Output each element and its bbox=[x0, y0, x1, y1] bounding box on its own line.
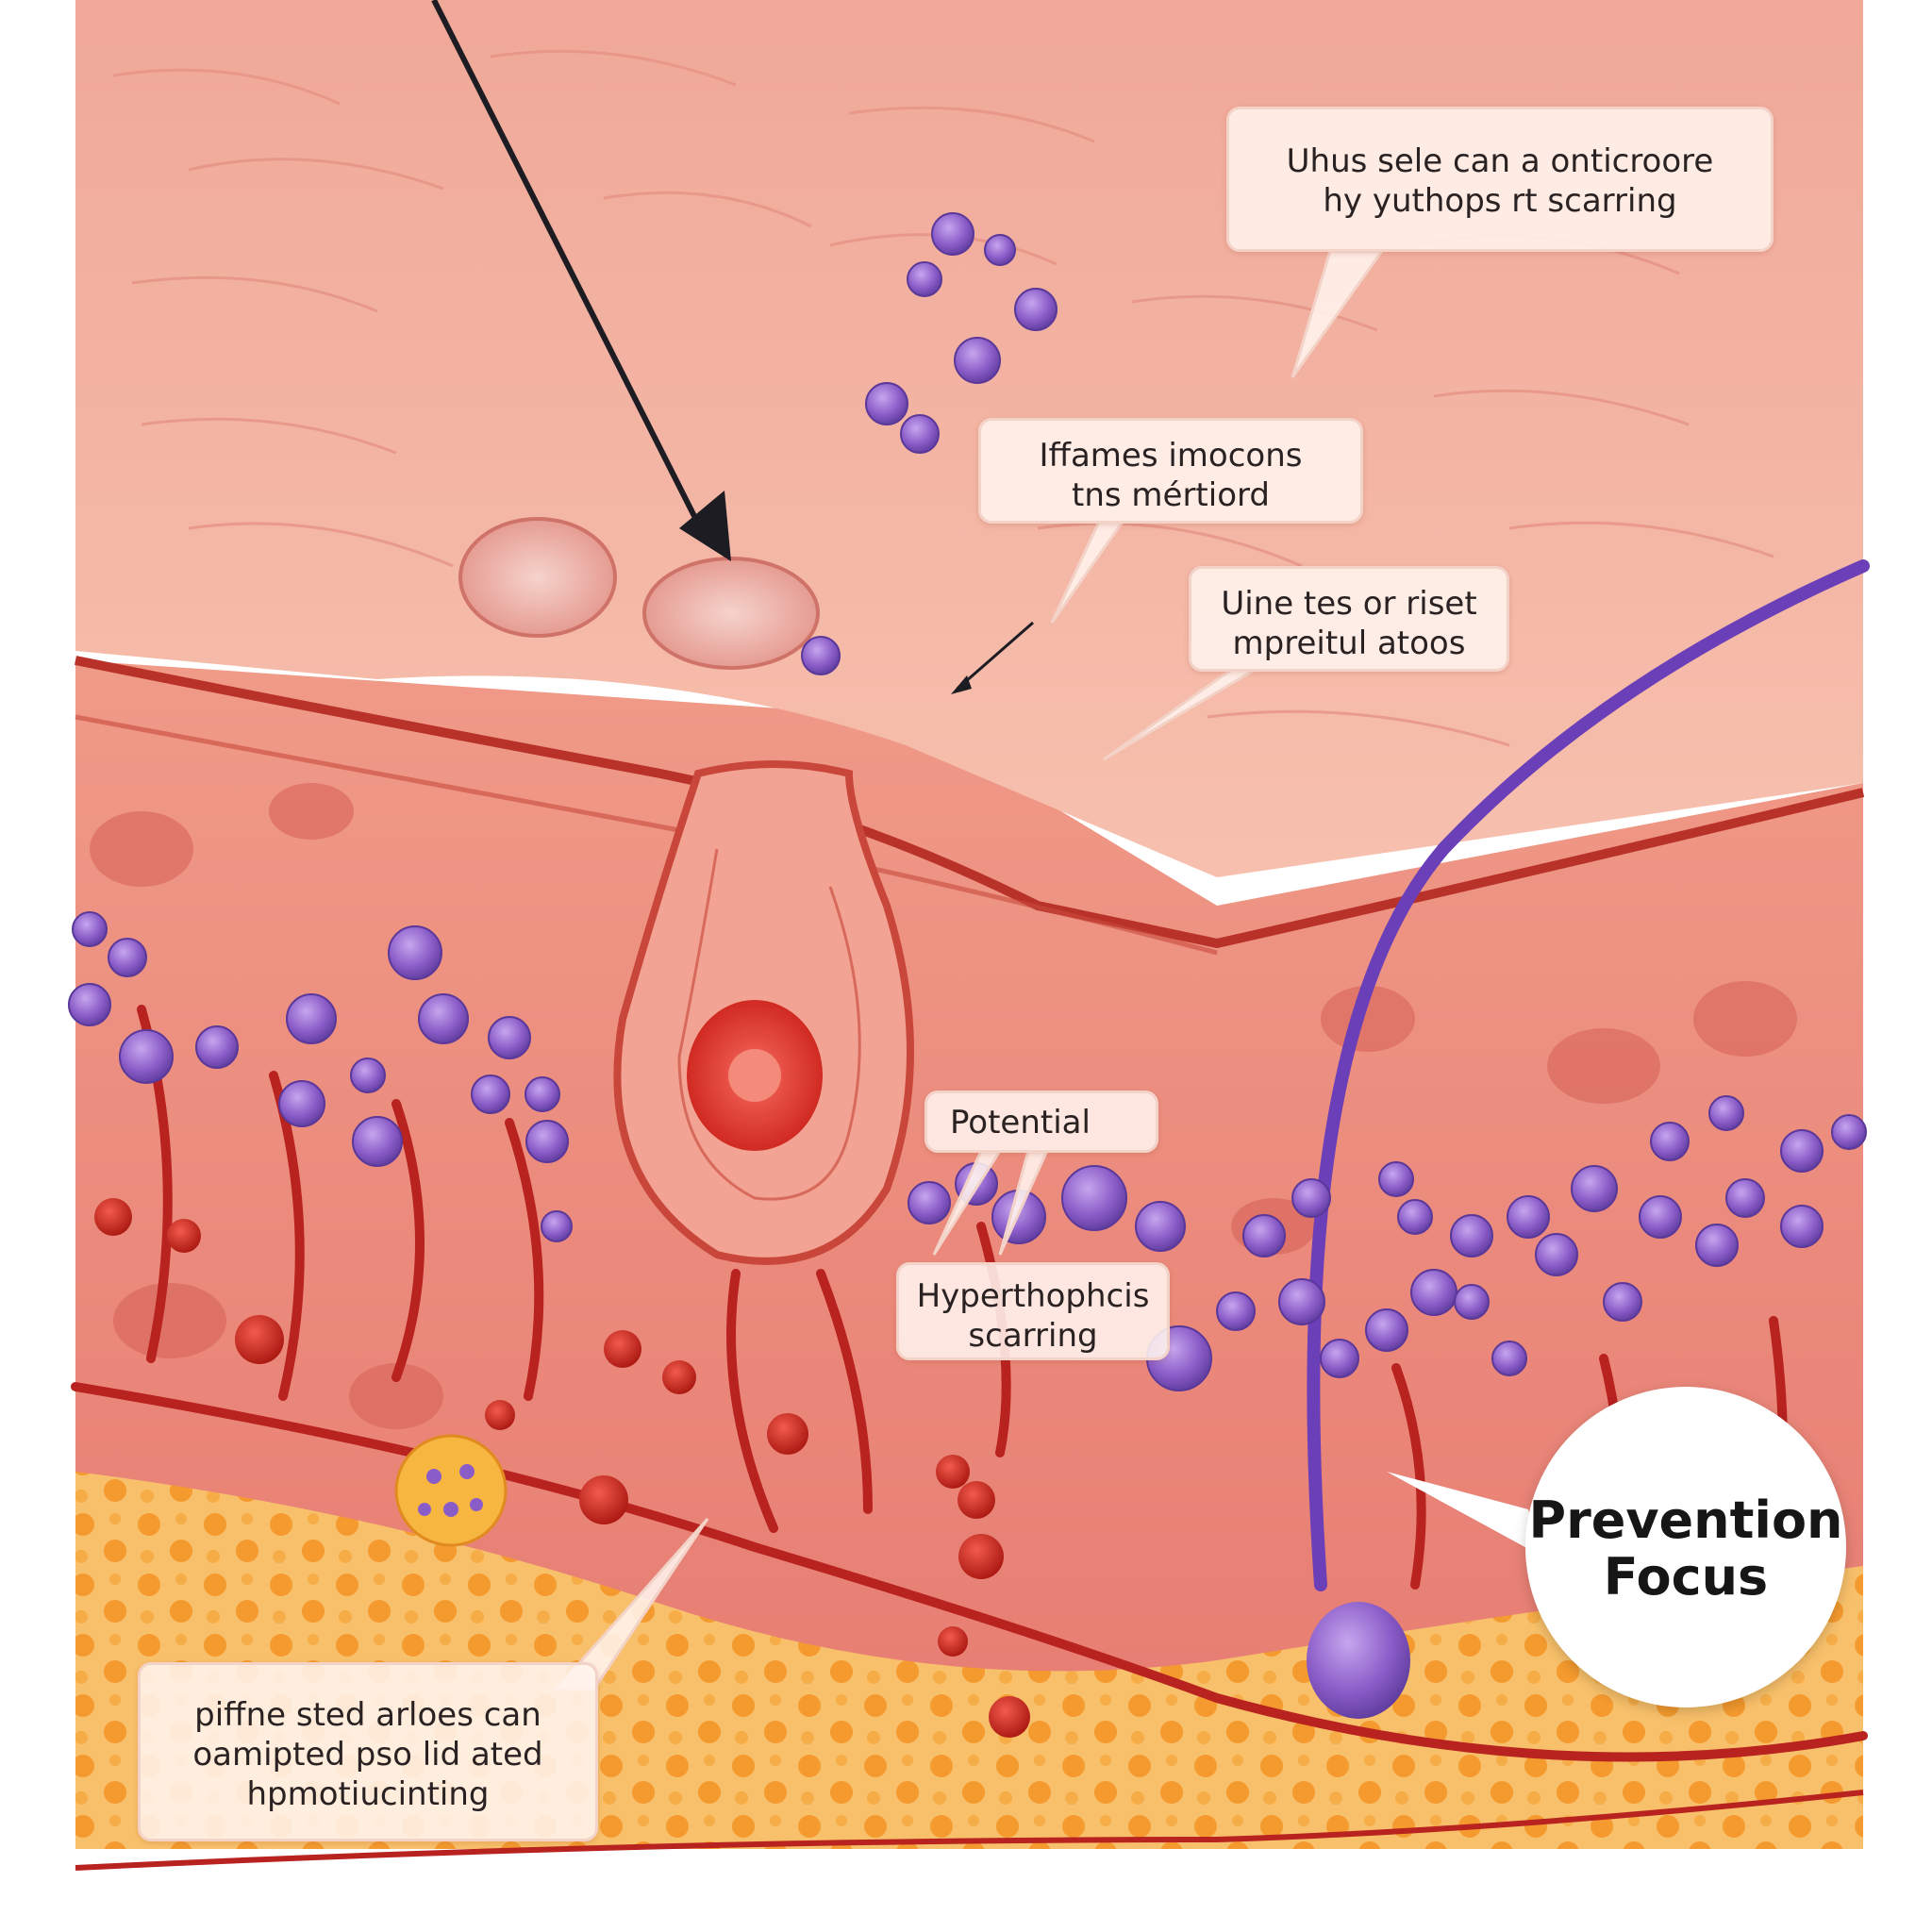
immune-cell-icon bbox=[108, 938, 147, 977]
callout-line: hy yuthops rt scarring bbox=[1323, 182, 1677, 220]
callout-pointers bbox=[553, 249, 1542, 1690]
mast-cell-icon bbox=[394, 1434, 508, 1547]
immune-cell-icon bbox=[1216, 1291, 1256, 1331]
callout-line: oamipted pso lid ated bbox=[192, 1736, 543, 1774]
red-blood-cell-icon bbox=[989, 1696, 1030, 1738]
immune-cell-icon bbox=[388, 925, 442, 980]
immune-cell-icon bbox=[1639, 1195, 1682, 1239]
callout-bottom-left: piffne sted arloes can oamipted pso lid … bbox=[138, 1662, 598, 1841]
callout-inflammation: Iffames imocons tns mértiord bbox=[978, 418, 1363, 524]
callout-line: Iffames imocons bbox=[1039, 437, 1303, 475]
red-blood-cell-icon bbox=[604, 1330, 641, 1368]
callout-line: Uine tes or riset bbox=[1221, 585, 1477, 623]
immune-cell-icon bbox=[352, 1116, 403, 1167]
red-blood-cell-icon bbox=[958, 1481, 995, 1519]
immune-cell-icon bbox=[1278, 1278, 1325, 1325]
red-blood-cell-icon bbox=[938, 1626, 968, 1657]
badge-line: Prevention bbox=[1528, 1491, 1843, 1550]
red-blood-cell-icon bbox=[235, 1315, 284, 1364]
red-blood-cell-icon bbox=[958, 1534, 1004, 1579]
immune-cell-icon bbox=[1780, 1205, 1824, 1248]
immune-cell-icon bbox=[1695, 1224, 1739, 1267]
immune-cell-icon bbox=[68, 983, 111, 1026]
immune-cell-icon bbox=[1242, 1214, 1286, 1257]
immune-cell-icon bbox=[350, 1058, 386, 1093]
badge-line: Focus bbox=[1603, 1547, 1769, 1607]
immune-cells bbox=[68, 212, 1867, 1391]
immune-cell-icon bbox=[900, 414, 940, 454]
nerve-ending-cell bbox=[1307, 1602, 1410, 1719]
prevention-focus-badge: Prevention Focus bbox=[1525, 1387, 1846, 1707]
immune-cell-icon bbox=[1378, 1161, 1414, 1197]
callout-scarring-risk: Uhus sele can a onticroore hy yuthops rt… bbox=[1226, 107, 1774, 252]
immune-cell-icon bbox=[1708, 1095, 1744, 1131]
immune-cell-icon bbox=[278, 1080, 325, 1127]
callout-line: Hyperthophcis bbox=[916, 1277, 1150, 1315]
immune-cell-icon bbox=[418, 993, 469, 1044]
callout-potential: Potential bbox=[924, 1091, 1158, 1153]
immune-cell-icon bbox=[525, 1120, 569, 1163]
immune-cell-icon bbox=[488, 1016, 531, 1059]
callout-line: Potential bbox=[950, 1104, 1091, 1141]
red-blood-cell-icon bbox=[579, 1475, 628, 1524]
immune-cell-icon bbox=[195, 1025, 239, 1069]
immune-cell-icon bbox=[1831, 1114, 1867, 1150]
red-blood-cell-icon bbox=[94, 1198, 132, 1236]
pustule-icon bbox=[642, 557, 820, 670]
red-blood-cell-icon bbox=[662, 1360, 696, 1394]
immune-cell-icon bbox=[908, 1181, 951, 1224]
arrow-icon bbox=[431, 0, 731, 561]
immune-cell-icon bbox=[1365, 1308, 1408, 1352]
immune-cell-icon bbox=[931, 212, 974, 256]
immune-cell-icon bbox=[1507, 1195, 1550, 1239]
pustule-icon bbox=[458, 517, 617, 638]
immune-cell-icon bbox=[1135, 1201, 1186, 1252]
callout-line: tns mértiord bbox=[1072, 476, 1270, 514]
immune-cell-icon bbox=[1780, 1129, 1824, 1173]
callout-line: hpmotiucinting bbox=[246, 1775, 490, 1813]
immune-cell-icon bbox=[471, 1074, 510, 1114]
red-blood-cell-icon bbox=[936, 1455, 970, 1489]
immune-cell-icon bbox=[72, 911, 108, 947]
inflamed-follicle bbox=[613, 760, 914, 1265]
immune-cell-icon bbox=[1291, 1178, 1331, 1218]
immune-cell-icon bbox=[541, 1210, 573, 1242]
red-blood-cells bbox=[94, 1198, 1030, 1738]
callout-mid-right: Uine tes or riset mpreitul atoos bbox=[1189, 566, 1509, 672]
immune-cell-icon bbox=[1061, 1165, 1127, 1231]
immune-cell-icon bbox=[1014, 288, 1058, 331]
immune-cell-icon bbox=[1450, 1214, 1493, 1257]
immune-cell-icon bbox=[1320, 1339, 1359, 1378]
callout-line: scarring bbox=[968, 1317, 1098, 1355]
immune-cell-icon bbox=[801, 636, 841, 675]
callout-line: Uhus sele can a onticroore bbox=[1286, 142, 1714, 180]
immune-cell-icon bbox=[1491, 1341, 1527, 1376]
callout-hypertrophic-scarring: Hyperthophcis scarring bbox=[896, 1262, 1170, 1360]
red-blood-cell-icon bbox=[167, 1219, 201, 1253]
callout-line: mpreitul atoos bbox=[1232, 625, 1466, 662]
immune-cell-icon bbox=[1454, 1284, 1490, 1320]
immune-cell-icon bbox=[865, 382, 908, 425]
basement-membrane bbox=[75, 656, 1865, 949]
immune-cell-icon bbox=[1725, 1178, 1765, 1218]
immune-cell-icon bbox=[1397, 1199, 1433, 1235]
immune-cell-icon bbox=[984, 234, 1016, 266]
immune-cell-icon bbox=[119, 1029, 174, 1084]
immune-cell-icon bbox=[1603, 1282, 1642, 1322]
arrow-icon bbox=[951, 621, 1034, 694]
red-blood-cell-icon bbox=[485, 1400, 515, 1430]
immune-cell-icon bbox=[1571, 1165, 1618, 1212]
immune-cell-icon bbox=[1650, 1122, 1690, 1161]
immune-cell-icon bbox=[1535, 1233, 1578, 1276]
immune-cell-icon bbox=[907, 261, 942, 297]
immune-cell-icon bbox=[525, 1076, 560, 1112]
immune-cell-icon bbox=[286, 993, 337, 1044]
callout-line: piffne sted arloes can bbox=[194, 1696, 541, 1734]
immune-cell-icon bbox=[1410, 1269, 1457, 1316]
red-blood-cell-icon bbox=[767, 1413, 808, 1455]
immune-cell-icon bbox=[954, 337, 1001, 384]
